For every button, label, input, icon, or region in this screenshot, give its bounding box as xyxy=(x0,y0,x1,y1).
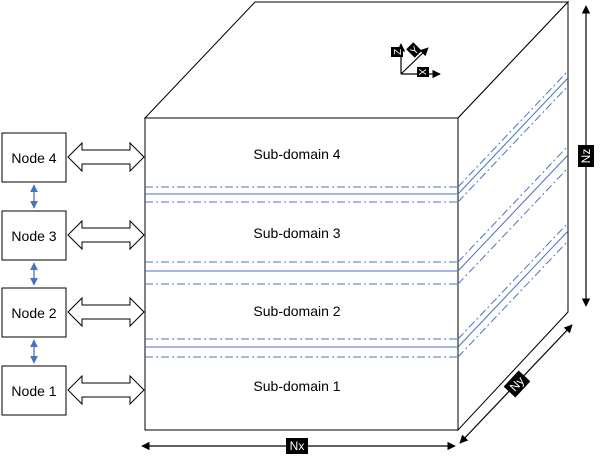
block-arrow-1 xyxy=(67,374,145,406)
block-arrow-3 xyxy=(67,219,145,251)
boundary-lines-side xyxy=(457,70,569,358)
node-1: Node 1 xyxy=(1,365,67,416)
block-arrow-4 xyxy=(67,141,145,173)
subdomain-4-label: Sub-domain 4 xyxy=(253,146,340,162)
subdomain-2-label: Sub-domain 2 xyxy=(253,303,340,319)
nx-label-text: Nx xyxy=(290,439,305,453)
axes-triad: Z Y X xyxy=(391,42,441,79)
boundary-lines-front xyxy=(145,186,458,358)
node-3-label: Node 3 xyxy=(11,228,56,244)
ny-label: Ny xyxy=(503,370,531,398)
x-axis-label: X xyxy=(416,67,429,77)
node-4-label: Node 4 xyxy=(11,150,56,166)
node-4: Node 4 xyxy=(1,132,67,183)
x-axis-label-text: X xyxy=(416,69,427,76)
nz-label: Nz xyxy=(578,145,594,167)
block-arrow-2 xyxy=(67,296,145,328)
nx-label: Nx xyxy=(286,438,308,454)
node-2: Node 2 xyxy=(1,287,67,338)
y-axis-line xyxy=(400,47,429,75)
node-subdomain-arrows xyxy=(67,141,145,406)
node-2-label: Node 2 xyxy=(11,305,56,321)
cube-front-face xyxy=(144,117,459,431)
z-axis-label-text: Z xyxy=(393,49,404,55)
node-1-label: Node 1 xyxy=(11,383,56,399)
z-axis-label: Z xyxy=(391,47,404,57)
subdomain-3-label: Sub-domain 3 xyxy=(253,225,340,241)
y-axis-label: Y xyxy=(406,42,422,58)
nz-label-text: Nz xyxy=(579,149,593,164)
node-3: Node 3 xyxy=(1,210,67,261)
subdomain-1-label: Sub-domain 1 xyxy=(253,378,340,394)
